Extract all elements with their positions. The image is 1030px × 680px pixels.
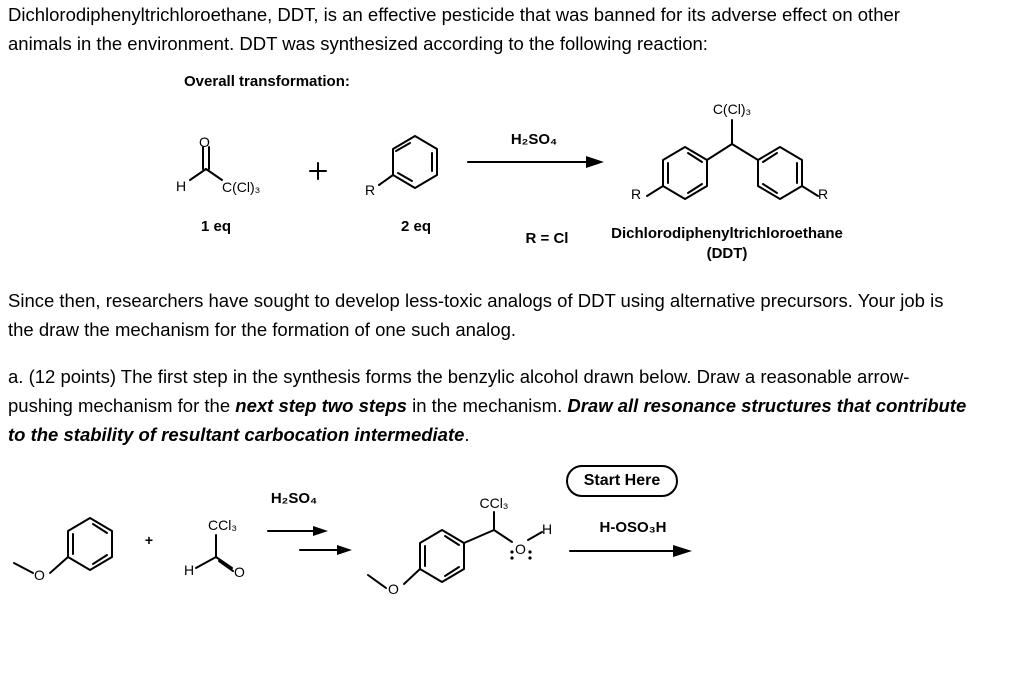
aldehyde-equivalents: 1 eq bbox=[200, 218, 232, 235]
ddt-structure bbox=[646, 119, 819, 200]
alcohol-ccl3-label: CCl₃ bbox=[479, 495, 509, 511]
overall-heading: Overall transformation: bbox=[184, 73, 350, 90]
aldehyde-oxygen-label: O bbox=[199, 134, 210, 150]
anisole-oxygen-label: O bbox=[34, 567, 45, 583]
ddt-right-r-label: R bbox=[818, 186, 829, 202]
since-line-1: Since then, researchers have sought to d… bbox=[8, 290, 944, 311]
bottom-plus-sign: + bbox=[144, 532, 154, 548]
ddt-ccl3-label: C(Cl)₃ bbox=[712, 101, 752, 117]
chloral-structure bbox=[189, 146, 223, 181]
since-paragraph: Since then, researchers have sought to d… bbox=[8, 286, 1023, 344]
reagent-h2so4-bottom: H₂SO₄ bbox=[270, 490, 318, 507]
alcohol-oxygen-label: O bbox=[515, 541, 526, 557]
small-arrows bbox=[267, 526, 352, 555]
intro-line-2: animals in the environment. DDT was synt… bbox=[8, 33, 708, 54]
r-group-definition: R = Cl bbox=[525, 230, 569, 247]
alcohol-ether-oxygen-label: O bbox=[388, 581, 399, 597]
bottom-aldehyde-oxygen-label: O bbox=[234, 564, 245, 580]
question-a-emphasis-carbocation: to the stability of resultant carbocatio… bbox=[8, 424, 465, 445]
benzylic-alcohol-structure bbox=[367, 511, 543, 589]
ddt-product-abbrev: (DDT) bbox=[706, 245, 748, 262]
question-a-paragraph: a. (12 points) The first step in the syn… bbox=[8, 362, 1023, 449]
bottom-aldehyde-hydrogen-label: H bbox=[184, 562, 195, 578]
reaction-arrow-overall bbox=[467, 156, 604, 168]
reagent-h2so4-overall: H₂SO₄ bbox=[510, 131, 558, 148]
ddt-left-r-label: R bbox=[631, 186, 642, 202]
question-a-part3: in the mechanism. bbox=[406, 395, 568, 416]
arene-r-label: R bbox=[365, 182, 376, 198]
question-a-emphasis-resonance: Draw all resonance structures that contr… bbox=[567, 395, 967, 416]
since-line-2: the draw the mechanism for the formation… bbox=[8, 319, 517, 340]
alcohol-oxygen-lone-pairs bbox=[510, 550, 532, 560]
question-a-part4: . bbox=[464, 424, 470, 445]
bottom-aldehyde-ccl3-label: CCl₃ bbox=[208, 517, 238, 533]
intro-line-1: Dichlorodiphenyltrichloroethane, DDT, is… bbox=[8, 4, 900, 25]
aldehyde-ccl3-label: C(Cl)₃ bbox=[222, 179, 261, 195]
plus-sign-overall-lines bbox=[309, 162, 327, 180]
alcohol-hydrogen-label: H bbox=[542, 521, 553, 537]
anisole-structure bbox=[13, 517, 113, 574]
bottom-aldehyde-structure bbox=[195, 534, 234, 572]
question-a-part1: a. (12 points) The first step in the syn… bbox=[8, 366, 910, 387]
acid-reagent-label: H-OSO₃H bbox=[599, 519, 667, 536]
arene-equivalents: 2 eq bbox=[400, 218, 432, 235]
question-a-part2: pushing mechanism for the bbox=[8, 395, 236, 416]
benzene-ring-overall bbox=[378, 135, 438, 189]
question-a-emphasis-steps: next step two steps bbox=[235, 395, 407, 416]
intro-paragraph: Dichlorodiphenyltrichloroethane, DDT, is… bbox=[8, 0, 1023, 58]
aldehyde-hydrogen-label: H bbox=[176, 178, 187, 194]
ddt-product-name: Dichlorodiphenyltrichloroethane bbox=[611, 225, 843, 242]
acid-arrow bbox=[569, 545, 692, 557]
start-here-badge: Start Here bbox=[566, 465, 678, 497]
